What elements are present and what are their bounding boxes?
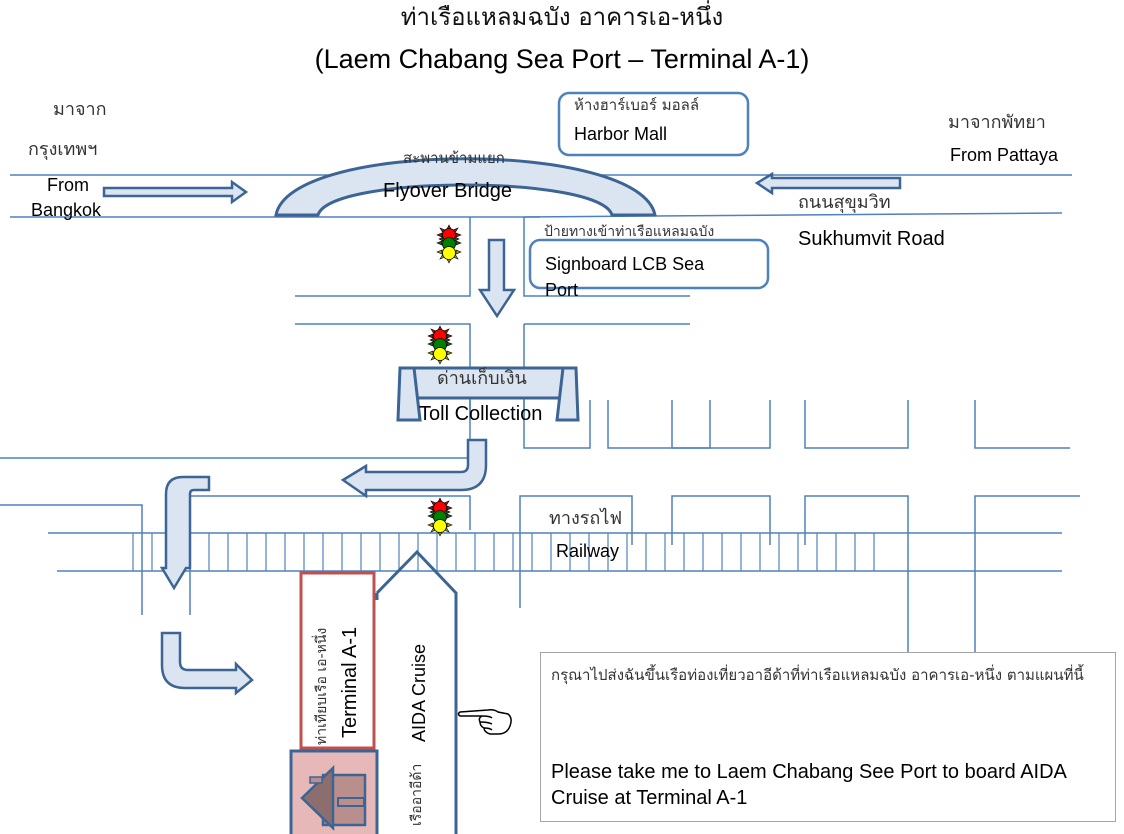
driver-note-box: กรุณาไปส่งฉันขึ้นเรือท่องเที่ยวอาอีด้าที…: [540, 652, 1116, 822]
railway-english: Railway: [556, 541, 620, 561]
block-c-upper: [671, 400, 771, 449]
from-pattaya-english: From Pattaya: [950, 145, 1059, 165]
driver-note-thai: กรุณาไปส่งฉันขึ้นเรือท่องเที่ยวอาอีด้าที…: [551, 666, 1084, 684]
railway-ties: [132, 533, 875, 571]
traffic-light-icon: [427, 497, 453, 537]
traffic-light-icon: [436, 224, 462, 264]
from-pattaya-thai: มาจากพัทยา: [948, 112, 1046, 133]
block-railway-b: [671, 495, 771, 545]
harbor-mall-english: Harbor Mall: [574, 124, 668, 144]
road-west-lower: [0, 504, 143, 580]
arrow-from-pattaya: [754, 171, 902, 196]
arrow-toll-turn-left: [340, 438, 488, 499]
terminal-thai: ท่าเทียบเรือ เอ-หนึ่ง: [314, 627, 330, 745]
driver-note-english: Please take me to Laem Chabang See Port …: [551, 761, 1066, 809]
from-bangkok-english-line1: From: [47, 175, 89, 195]
from-bangkok-thai-line2: กรุงเทพฯ: [28, 139, 98, 160]
pointing-hand-icon: [457, 709, 512, 735]
arrow-from-bangkok: [102, 179, 249, 205]
from-bangkok-english-line2: Bangkok: [31, 200, 102, 220]
traffic-light-icon: [427, 325, 453, 365]
signboard-box: [528, 238, 770, 290]
block-right-upper: [523, 217, 690, 297]
from-bangkok-thai-line1: มาจาก: [53, 99, 107, 120]
block-a-upper: [523, 400, 591, 449]
ship-thai: เรืออาอีด้า: [409, 763, 425, 826]
building-icon: [300, 765, 367, 831]
toll-booth-shape: [396, 366, 580, 422]
title-english: (Laem Chabang Sea Port – Terminal A-1): [314, 44, 810, 74]
block-railway-left: [189, 495, 471, 580]
aida-ship-shape: [375, 549, 458, 834]
block-d-upper: [804, 400, 909, 449]
sukhumvit-english: Sukhumvit Road: [798, 228, 945, 250]
railway-thai: ทางรถไฟ: [549, 508, 623, 529]
terminal-english: Terminal A-1: [339, 626, 361, 738]
signboard-english-line2: Port: [545, 280, 579, 300]
flyover-bridge-shape: [274, 157, 657, 217]
arrow-turn-right-to-terminal: [160, 631, 254, 696]
ship-english: AIDA Cruise: [409, 643, 429, 742]
arrow-down-to-toll: [477, 238, 517, 319]
terminal-box: [299, 571, 376, 750]
sukhumvit-thai: ถนนสุขุมวิท: [798, 192, 891, 213]
block-e-upper: [974, 400, 1070, 449]
harbor-mall-box: [557, 91, 750, 157]
title-thai: ท่าเรือแหลมฉบัง อาคารเอ-หนึ่ง: [400, 3, 724, 31]
toll-thai: ด่านเก็บเงิน: [437, 368, 527, 389]
signboard-english-line1: Signboard LCB Sea: [545, 254, 705, 274]
block-railway-c: [804, 495, 909, 652]
block-railway-d: [974, 495, 1080, 652]
harbor-mall-thai: ห้างฮาร์เบอร์ มอลล์: [574, 96, 700, 114]
signboard-thai: ป้ายทางเข้าท่าเรือแหลมฉบัง: [544, 224, 715, 240]
flyover-english: Flyover Bridge: [383, 180, 512, 202]
block-left-upper: [295, 217, 471, 297]
toll-english: Toll Collection: [419, 403, 543, 425]
block-railway-a: [519, 495, 633, 608]
arrow-turn-down: [159, 475, 211, 591]
flyover-thai: สะพานข้ามแยก: [403, 149, 505, 167]
block-b-upper: [607, 400, 711, 449]
road-lines: [0, 174, 1080, 652]
sukhumvit-bottom-edge-right: [523, 212, 1063, 218]
